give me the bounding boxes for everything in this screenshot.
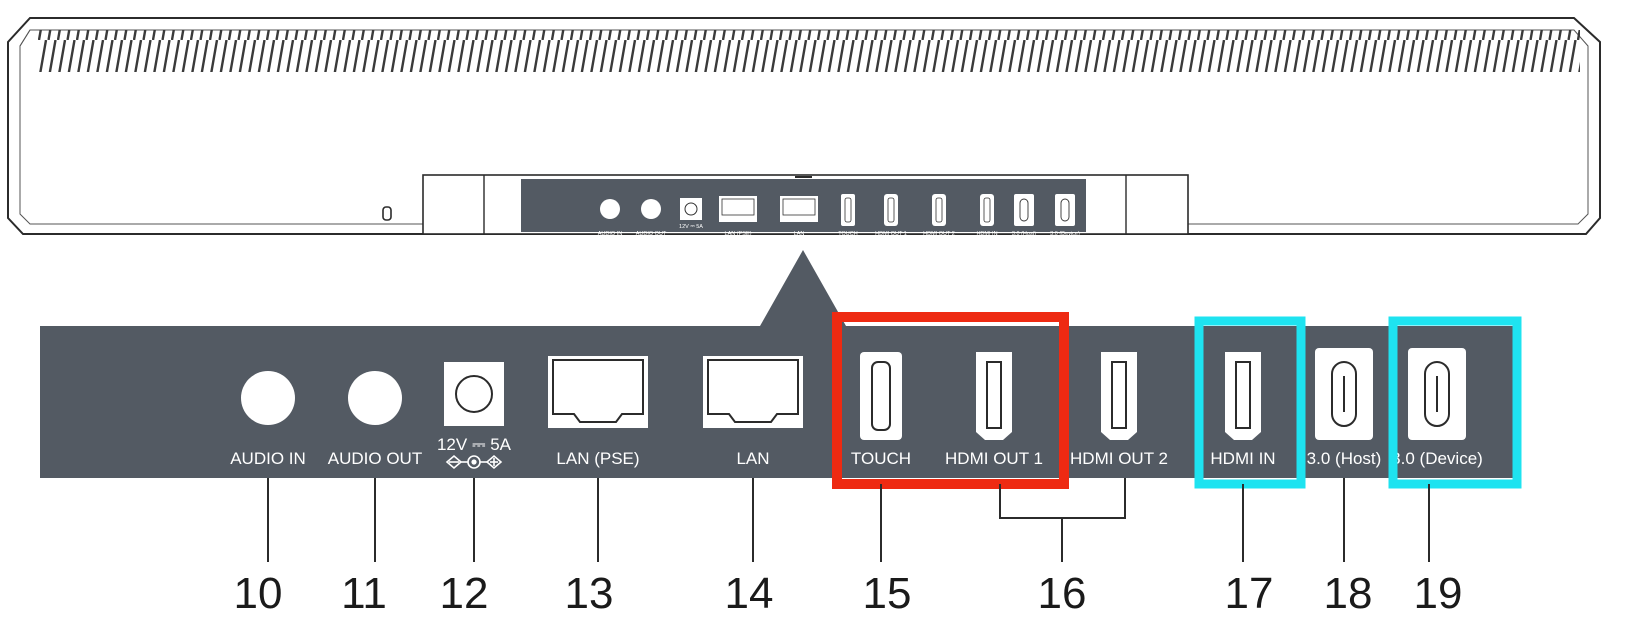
small-touch-port — [841, 194, 855, 226]
label-touch: TOUCH — [851, 449, 911, 468]
label-hdmi-out-1: HDMI OUT 1 — [945, 449, 1043, 468]
vent-grille — [38, 30, 1580, 72]
callout-numbers: 10 11 12 13 14 15 16 17 18 19 — [234, 569, 1463, 617]
dc-power-jack — [444, 362, 504, 426]
tiny-label-lan-pse: LAN (PSE) — [725, 231, 752, 237]
label-usb-host: 3.0 (Host) — [1307, 449, 1382, 468]
leader-lines — [267, 478, 1430, 562]
tiny-label-touch: TOUCH — [838, 231, 857, 237]
label-lan: LAN — [736, 449, 769, 468]
hdmi-in-port — [1225, 352, 1261, 440]
callout-15: 15 — [863, 569, 912, 617]
tiny-label-audio-out: AUDIO OUT — [636, 231, 667, 237]
small-usb-host-port — [1014, 194, 1034, 226]
touch-usb-port — [860, 352, 902, 440]
highlight-cyan-usb-device — [1388, 316, 1522, 489]
device-top-labels: AUDIO IN AUDIO OUT 12V ⎓ 5A LAN (PSE) LA… — [598, 224, 1080, 237]
zoomed-panel: AUDIO IN AUDIO OUT 12V ⎓ 5A LAN (PSE) LA… — [40, 250, 1519, 478]
device-body: AUDIO IN AUDIO OUT 12V ⎓ 5A LAN (PSE) LA… — [7, 17, 1601, 237]
audio-out-jack — [348, 371, 402, 425]
label-usb-device: 3.0 (Device) — [1391, 449, 1483, 468]
callout-19: 19 — [1414, 569, 1463, 617]
callout-17: 17 — [1225, 569, 1274, 617]
hdmi-out-1-port — [976, 352, 1012, 440]
lan-port — [703, 356, 803, 428]
tiny-label-power: 12V ⎓ 5A — [679, 224, 703, 230]
small-lan-pse-port — [719, 196, 757, 222]
audio-in-jack — [241, 371, 295, 425]
tiny-label-hdmi-out-1: HDMI OUT 1 — [875, 231, 907, 237]
label-audio-out: AUDIO OUT — [328, 449, 422, 468]
highlight-red-touch-hdmi-out-1 — [832, 312, 1069, 489]
tiny-label-hdmi-out-2: HDMI OUT 2 — [923, 231, 955, 237]
callout-16: 16 — [1038, 569, 1087, 617]
callout-18: 18 — [1324, 569, 1373, 617]
tiny-label-usb-host: 3.0 (Host) — [1012, 231, 1036, 237]
small-hdmi-out1-port — [884, 194, 898, 226]
label-power: 12V ⎓ 5A — [437, 435, 512, 454]
small-hdmi-out2-port — [932, 194, 946, 226]
label-hdmi-out-2: HDMI OUT 2 — [1070, 449, 1168, 468]
callout-11: 11 — [341, 569, 387, 617]
label-audio-in: AUDIO IN — [230, 449, 306, 468]
tiny-label-hdmi-in: HDMI IN — [976, 231, 997, 237]
lock-slot-icon — [382, 206, 392, 221]
label-lan-pse: LAN (PSE) — [556, 449, 639, 468]
small-hdmi-in-port — [980, 194, 994, 226]
tiny-label-lan: LAN — [794, 231, 805, 237]
callout-10: 10 — [234, 569, 283, 617]
small-lan-port — [780, 196, 818, 222]
tiny-label-usb-device: 3.0 (Device) — [1050, 231, 1080, 237]
small-audio-out-jack — [641, 199, 661, 219]
callout-14: 14 — [725, 569, 774, 617]
hdmi-out-2-port — [1101, 352, 1137, 440]
label-hdmi-in: HDMI IN — [1210, 449, 1275, 468]
tiny-label-audio-in: AUDIO IN — [598, 231, 622, 237]
polarity-symbol-icon — [445, 454, 503, 470]
lan-pse-port — [548, 356, 648, 428]
small-audio-in-jack — [600, 199, 620, 219]
callout-13: 13 — [565, 569, 614, 617]
small-usb-device-port — [1055, 194, 1075, 226]
highlight-cyan-hdmi-in — [1194, 316, 1306, 489]
callout-12: 12 — [440, 569, 489, 617]
